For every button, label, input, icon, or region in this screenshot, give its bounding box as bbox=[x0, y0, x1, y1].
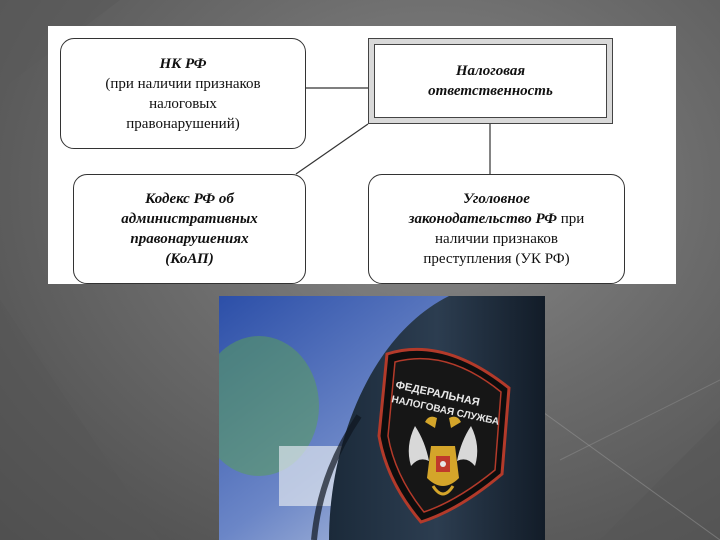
nk-line-3: правонарушений) bbox=[126, 114, 239, 134]
tax-responsibility-box: Налоговая ответственность bbox=[368, 38, 613, 124]
tax-service-uniform-photo: ФЕДЕРАЛЬНАЯ НАЛОГОВАЯ СЛУЖБА bbox=[219, 296, 545, 540]
koap-line-3: правонарушениях bbox=[130, 229, 248, 249]
koap-line-2: административных bbox=[121, 209, 258, 229]
nk-rf-box: НК РФ (при наличии признаков налоговых п… bbox=[60, 38, 306, 149]
koap-box: Кодекс РФ об административных правонаруш… bbox=[73, 174, 306, 284]
criminal-law-box: Уголовное законодательство РФ при наличи… bbox=[368, 174, 625, 284]
uk-line-2: законодательство РФ при bbox=[409, 209, 585, 229]
uk-line-1: Уголовное bbox=[463, 189, 530, 209]
responsibility-line-2: ответственность bbox=[428, 81, 553, 101]
diagram-panel: НК РФ (при наличии признаков налоговых п… bbox=[48, 26, 676, 284]
uk-line-2-italic: законодательство РФ bbox=[409, 211, 557, 227]
nk-line-2: налоговых bbox=[149, 94, 217, 114]
responsibility-line-1: Налоговая bbox=[456, 61, 525, 81]
nk-line-1: (при наличии признаков bbox=[105, 74, 260, 94]
uniform-photo-illustration: ФЕДЕРАЛЬНАЯ НАЛОГОВАЯ СЛУЖБА bbox=[219, 296, 545, 540]
uk-line-2-rest: при bbox=[557, 211, 584, 227]
koap-line-4: (КоАП) bbox=[165, 249, 213, 269]
uk-line-4: преступления (УК РФ) bbox=[423, 249, 569, 269]
uk-line-3: наличии признаков bbox=[435, 229, 558, 249]
koap-line-1: Кодекс РФ об bbox=[145, 189, 234, 209]
nk-title: НК РФ bbox=[159, 54, 206, 74]
